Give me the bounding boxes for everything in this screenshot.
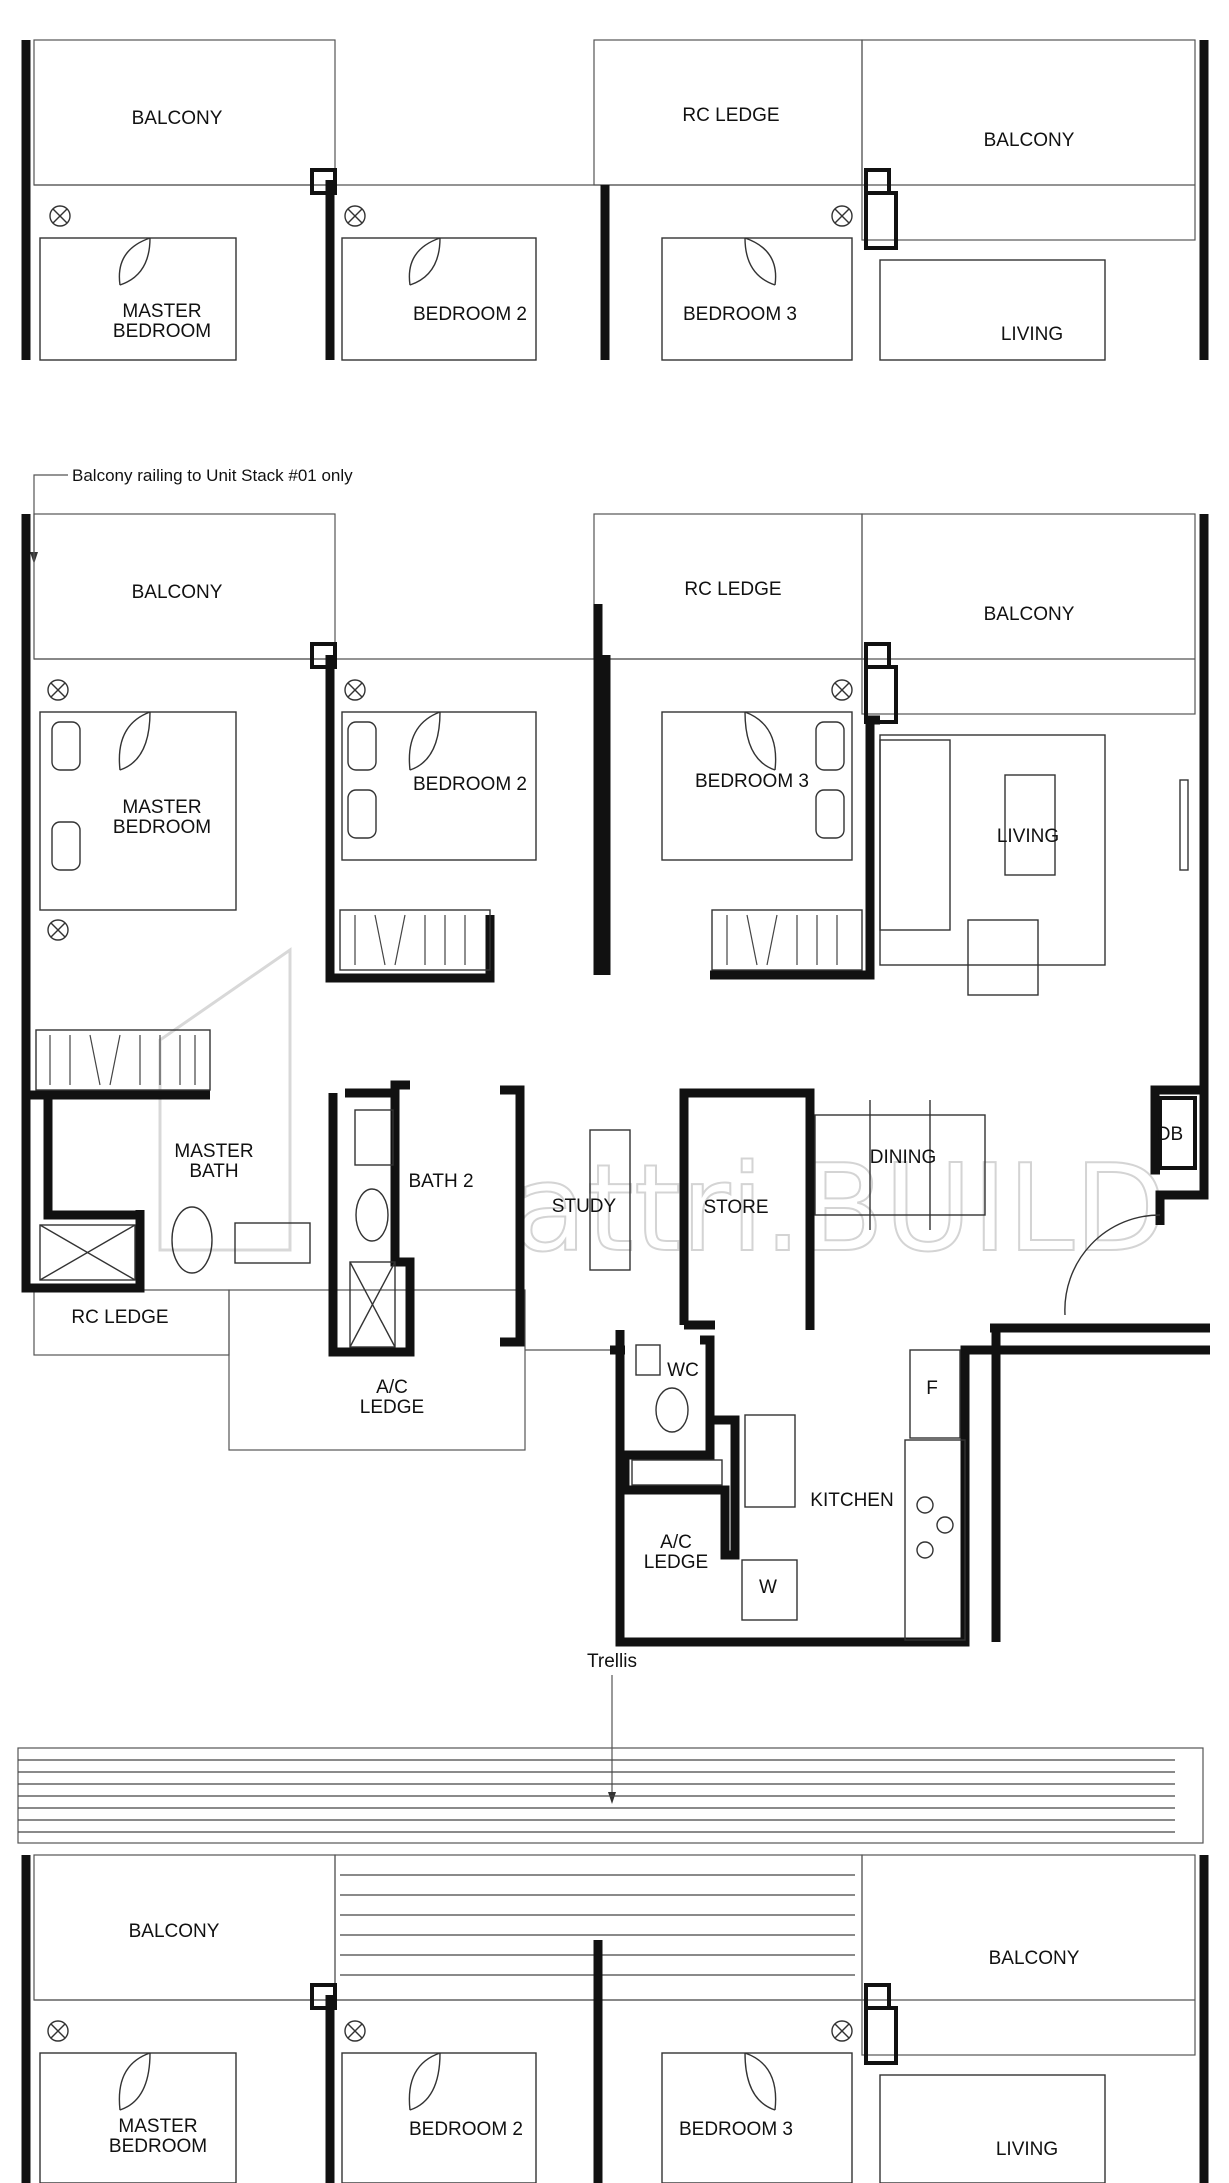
- upper-living-label: LIVING: [1001, 324, 1063, 345]
- kitchen-label: KITCHEN: [810, 1490, 893, 1511]
- upper-bedroom-3-label: BEDROOM 3: [683, 304, 797, 325]
- upper-balcony-right-label: BALCONY: [984, 130, 1075, 151]
- balcony-right-label: BALCONY: [984, 604, 1075, 625]
- lower-master-bedroom-label-1: MASTER: [118, 2116, 197, 2137]
- lower-unit: BALCONY BALCONY MASTER BEDROOM BEDROOM 2…: [21, 1854, 1209, 2183]
- master-bedroom-label-2: BEDROOM: [113, 817, 211, 838]
- bath-2-label: BATH 2: [408, 1171, 473, 1192]
- wc-label: WC: [667, 1360, 699, 1381]
- balcony-railing-note: Balcony railing to Unit Stack #01 only: [30, 466, 353, 564]
- master-bath-label-1: MASTER: [174, 1141, 253, 1162]
- upper-master-bedroom-label-1: MASTER: [122, 301, 201, 322]
- store-label: STORE: [703, 1197, 768, 1218]
- upper-master-bedroom-label-2: BEDROOM: [113, 321, 211, 342]
- lower-master-bedroom-label-2: BEDROOM: [109, 2136, 207, 2157]
- bedroom-3-label: BEDROOM 3: [695, 771, 809, 792]
- master-bedroom-label-1: MASTER: [122, 797, 201, 818]
- balcony-left-label: BALCONY: [132, 582, 223, 603]
- living-label: LIVING: [997, 826, 1059, 847]
- upper-unit: BALCONY RC LEDGE BALCONY MASTER BEDROOM …: [21, 39, 1209, 361]
- watermark: attri.BUILD: [158, 947, 1168, 1280]
- lower-bedroom-2-label: BEDROOM 2: [409, 2119, 523, 2140]
- lower-balcony-left-label: BALCONY: [129, 1921, 220, 1942]
- dining-label: DINING: [870, 1147, 937, 1168]
- watermark-text: attri.BUILD: [513, 1140, 1166, 1279]
- ac-ledge-right-label-1: A/C: [660, 1532, 692, 1553]
- ac-ledge-left-label-1: A/C: [376, 1377, 408, 1398]
- bedroom-2-label: BEDROOM 2: [413, 774, 527, 795]
- upper-balcony-left-label: BALCONY: [132, 108, 223, 129]
- ac-ledge-left-label-2: LEDGE: [360, 1397, 424, 1418]
- balcony-railing-note-text: Balcony railing to Unit Stack #01 only: [72, 466, 353, 485]
- study-label: STUDY: [552, 1196, 617, 1217]
- lower-balcony-right-label: BALCONY: [989, 1948, 1080, 1969]
- db-label: DB: [1157, 1124, 1183, 1145]
- upper-rc-ledge-label: RC LEDGE: [682, 105, 779, 126]
- lower-bedroom-3-label: BEDROOM 3: [679, 2119, 793, 2140]
- lower-living-label: LIVING: [996, 2139, 1058, 2160]
- master-bath-label-2: BATH: [189, 1161, 238, 1182]
- main-unit: BALCONY RC LEDGE BALCONY MASTER BEDROOM …: [21, 513, 1210, 1647]
- trellis: Trellis: [17, 1651, 1204, 1844]
- washer-label: W: [759, 1577, 777, 1598]
- ac-ledge-right-label-2: LEDGE: [644, 1552, 708, 1573]
- rc-ledge-top-label: RC LEDGE: [684, 579, 781, 600]
- trellis-label: Trellis: [587, 1651, 637, 1672]
- rc-ledge-bottom-label: RC LEDGE: [71, 1307, 168, 1328]
- upper-bedroom-2-label: BEDROOM 2: [413, 304, 527, 325]
- fridge-label: F: [926, 1378, 938, 1399]
